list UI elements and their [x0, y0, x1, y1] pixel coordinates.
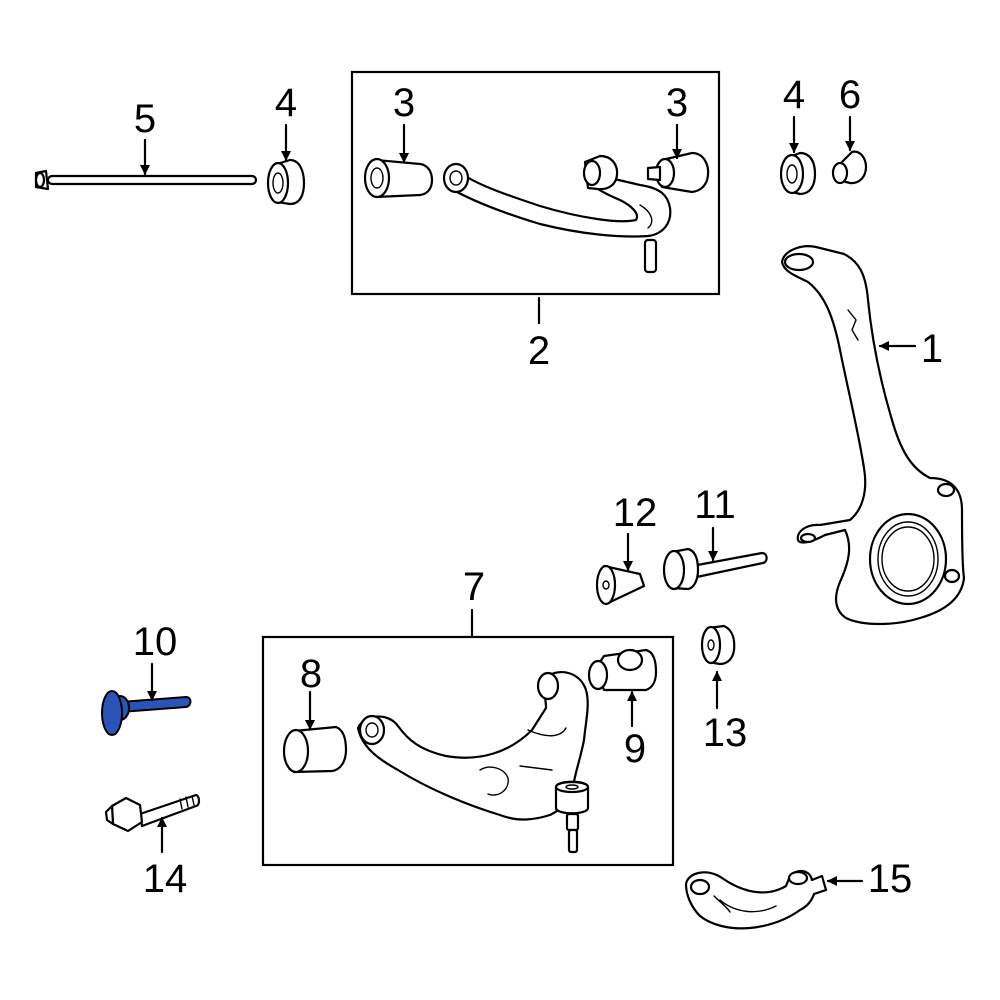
callout-11: 11 [694, 483, 736, 527]
part-6-cap[interactable] [831, 150, 868, 185]
part-3-bushing-right[interactable] [646, 151, 710, 194]
upper-arm-group-frame [350, 70, 721, 296]
part-11-bolt[interactable] [662, 547, 768, 591]
callout-15: 15 [868, 857, 913, 901]
callout-5: 5 [134, 97, 156, 141]
callout-3-right: 3 [666, 81, 688, 125]
callout-12: 12 [613, 491, 658, 535]
callout-8: 8 [300, 652, 322, 696]
callout-2: 2 [528, 329, 550, 373]
part-9-bushing[interactable] [587, 648, 658, 692]
part-4-washer-left[interactable] [266, 158, 306, 206]
part-10-bolt-highlighted[interactable] [101, 690, 192, 736]
callout-14: 14 [143, 857, 188, 901]
part-13-nut[interactable] [700, 624, 736, 666]
callout-1: 1 [921, 327, 943, 371]
part-8-bushing[interactable] [282, 725, 348, 774]
part-14-flange-bolt[interactable] [104, 793, 201, 833]
part-15-bracket[interactable] [684, 870, 828, 930]
part-4-washer-right[interactable] [779, 151, 817, 196]
part-3-bushing-left[interactable] [363, 157, 434, 199]
callout-7: 7 [463, 565, 485, 609]
callout-10: 10 [133, 620, 178, 664]
callout-6: 6 [839, 73, 861, 117]
part-5-bolt[interactable] [34, 169, 258, 191]
callout-4-left: 4 [275, 81, 297, 125]
callout-4-right: 4 [783, 73, 805, 117]
part-1-steering-knuckle[interactable] [780, 245, 966, 626]
callout-3-left: 3 [393, 81, 415, 125]
lower-arm-group-frame [261, 635, 675, 867]
part-2-upper-control-arm[interactable] [442, 154, 672, 274]
callout-9: 9 [624, 727, 646, 771]
part-12-cone-bushing[interactable] [595, 564, 646, 606]
part-7-lower-control-arm[interactable] [356, 671, 590, 854]
callout-13: 13 [703, 711, 748, 755]
